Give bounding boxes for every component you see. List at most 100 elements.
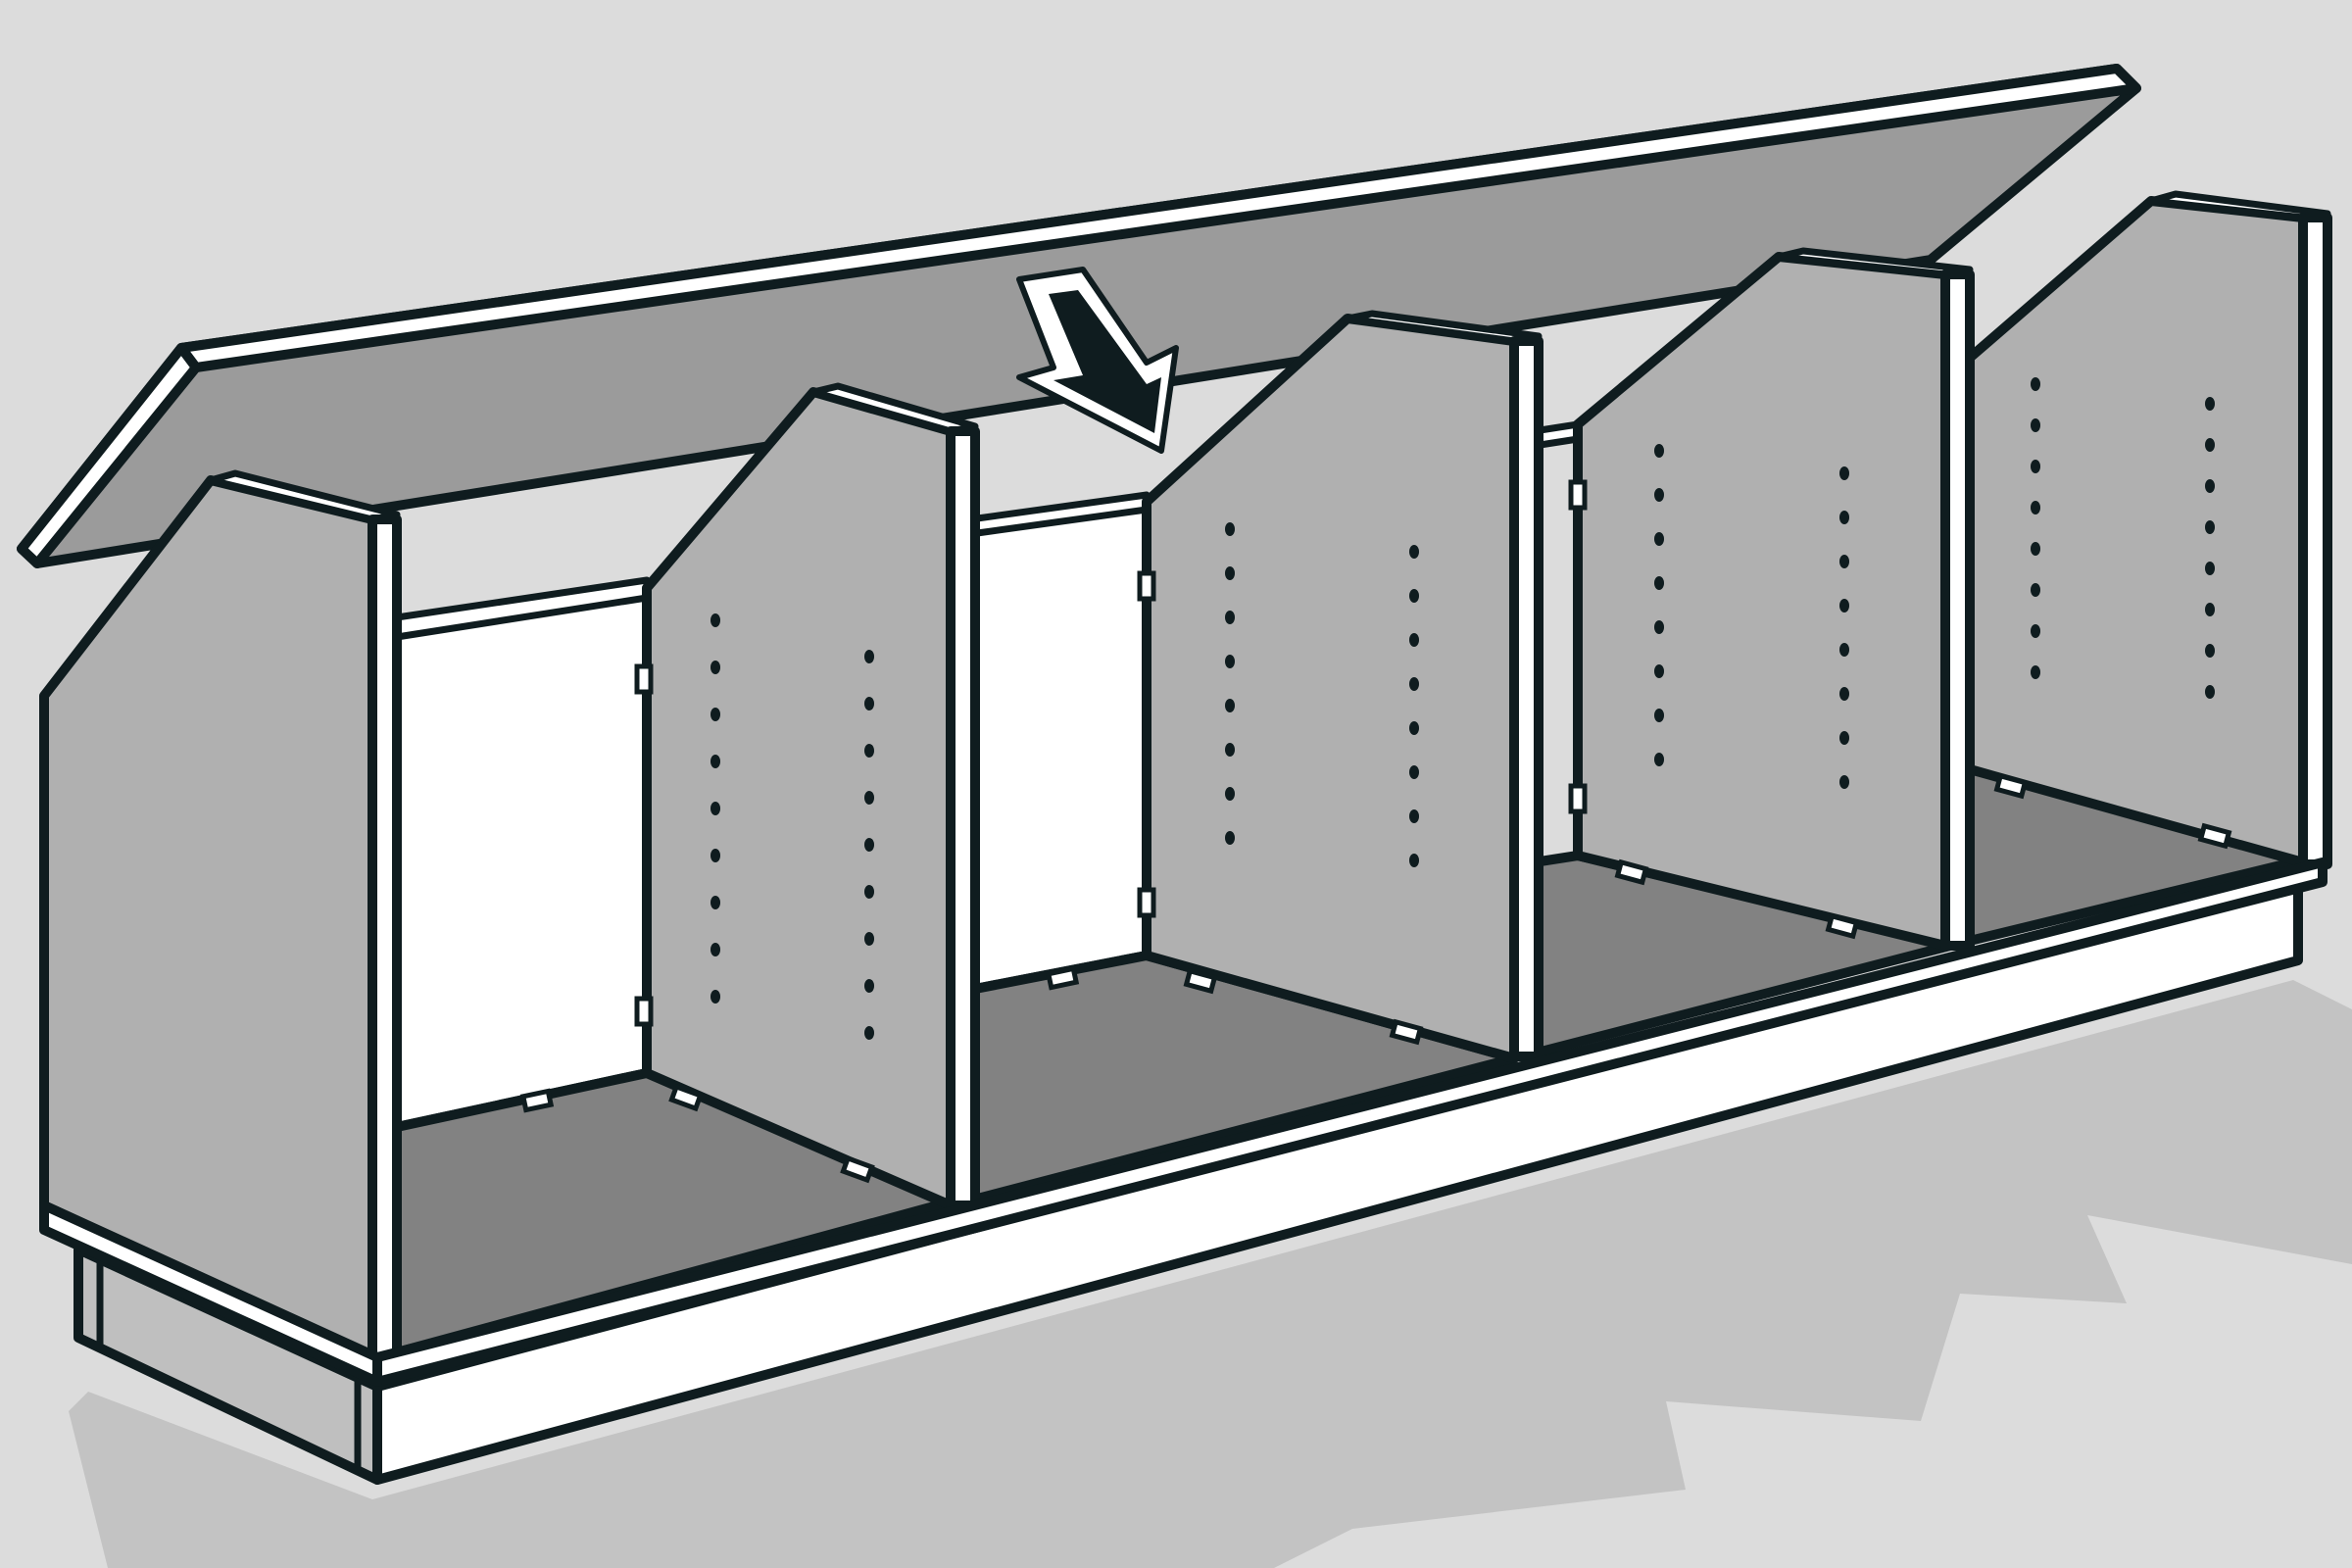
connector-clip (1389, 1018, 1424, 1046)
connector-clip (1137, 570, 1156, 602)
pin-hole (710, 802, 720, 815)
pin-hole (864, 744, 874, 758)
pin-hole (710, 943, 720, 956)
pin-hole (2031, 377, 2040, 391)
pin-hole (1409, 854, 1419, 867)
left-side-front-edge (368, 514, 402, 1362)
pin-hole (1409, 765, 1419, 779)
pin-hole (2031, 418, 2040, 432)
connector-clip (668, 1083, 704, 1112)
connector-clips (519, 479, 2232, 1184)
arrow-down-right-icon (1016, 267, 1179, 454)
pin-hole (864, 791, 874, 805)
pin-hole (2031, 583, 2040, 597)
pin-hole (2031, 460, 2040, 473)
pin-hole (1225, 699, 1235, 712)
pin-hole (1839, 511, 1849, 524)
pin-hole (1654, 709, 1664, 722)
pin-hole (1839, 555, 1849, 568)
connector-clip (1568, 479, 1588, 511)
pin-hole (2031, 501, 2040, 514)
pin-hole (864, 932, 874, 946)
pin-hole (1654, 444, 1664, 458)
pin-hole (1654, 532, 1664, 546)
pin-hole (1225, 611, 1235, 624)
connector-clip (519, 1088, 555, 1113)
pin-hole (1839, 731, 1849, 745)
pin-hole (2205, 562, 2215, 575)
connector-clip (1183, 967, 1218, 995)
pin-hole (1409, 633, 1419, 647)
connector-clip (1614, 858, 1649, 886)
divider-1-front-edge (946, 426, 980, 1210)
pin-hole (710, 896, 720, 909)
divider-panel-2 (1142, 314, 1519, 1063)
connector-clip (2197, 822, 2232, 850)
pin-hole (864, 697, 874, 710)
pin-hole (1225, 743, 1235, 757)
connector-clip (840, 1154, 875, 1184)
pin-hole (2205, 479, 2215, 493)
pin-hole (1839, 775, 1849, 789)
pin-hole (864, 650, 874, 663)
pin-hole (1654, 576, 1664, 590)
connector-clip (1045, 965, 1080, 991)
lid-side-edge (17, 343, 201, 568)
pin-hole (1654, 664, 1664, 678)
pin-hole (1654, 620, 1664, 634)
back-opening-1 (392, 583, 652, 1132)
pin-hole (1409, 545, 1419, 559)
pin-hole (1409, 677, 1419, 691)
divider-panel-3 (1573, 252, 1950, 951)
pin-hole (1225, 522, 1235, 536)
connector-clip (1568, 783, 1588, 814)
pin-hole (1839, 687, 1849, 701)
pin-hole (1839, 643, 1849, 657)
pin-hole (710, 613, 720, 627)
connector-clip (1825, 912, 1860, 940)
pin-hole (710, 755, 720, 768)
divider-2-front-edge (1509, 336, 1544, 1061)
pin-hole (864, 1026, 874, 1040)
left-front-rail (39, 1200, 382, 1387)
pin-hole (710, 708, 720, 721)
pin-hole (1225, 655, 1235, 668)
pin-hole (2031, 542, 2040, 556)
pin-hole (710, 661, 720, 674)
right-side-front-edge (2298, 213, 2332, 869)
pin-hole (1409, 809, 1419, 823)
pin-hole (2205, 520, 2215, 534)
pin-hole (864, 885, 874, 899)
pin-hole (1225, 831, 1235, 845)
shelf-pin-holes (710, 377, 2215, 1040)
connector-clip (634, 996, 654, 1027)
pin-hole (2031, 665, 2040, 679)
pin-hole (1225, 787, 1235, 801)
pin-hole (2205, 685, 2215, 699)
pin-hole (1654, 488, 1664, 502)
connector-clip (1137, 887, 1156, 918)
pin-hole (1839, 466, 1849, 480)
divider-panel-1 (642, 387, 956, 1210)
pin-hole (2205, 644, 2215, 658)
right-side-panel (1965, 196, 2308, 867)
pin-hole (1839, 599, 1849, 612)
pin-hole (2205, 438, 2215, 452)
back-opening-2 (965, 497, 1152, 995)
pin-hole (1654, 753, 1664, 766)
pin-hole (1409, 721, 1419, 735)
connector-clip (634, 663, 654, 695)
pin-hole (2205, 603, 2215, 616)
pin-hole (710, 990, 720, 1004)
floor-shadow (69, 980, 2352, 1568)
pin-hole (864, 979, 874, 993)
pin-hole (1409, 589, 1419, 603)
pin-hole (2205, 397, 2215, 411)
pin-hole (864, 838, 874, 852)
pin-hole (2031, 624, 2040, 638)
pin-hole (710, 849, 720, 862)
pin-hole (1225, 566, 1235, 580)
connector-clip (1993, 772, 2029, 800)
